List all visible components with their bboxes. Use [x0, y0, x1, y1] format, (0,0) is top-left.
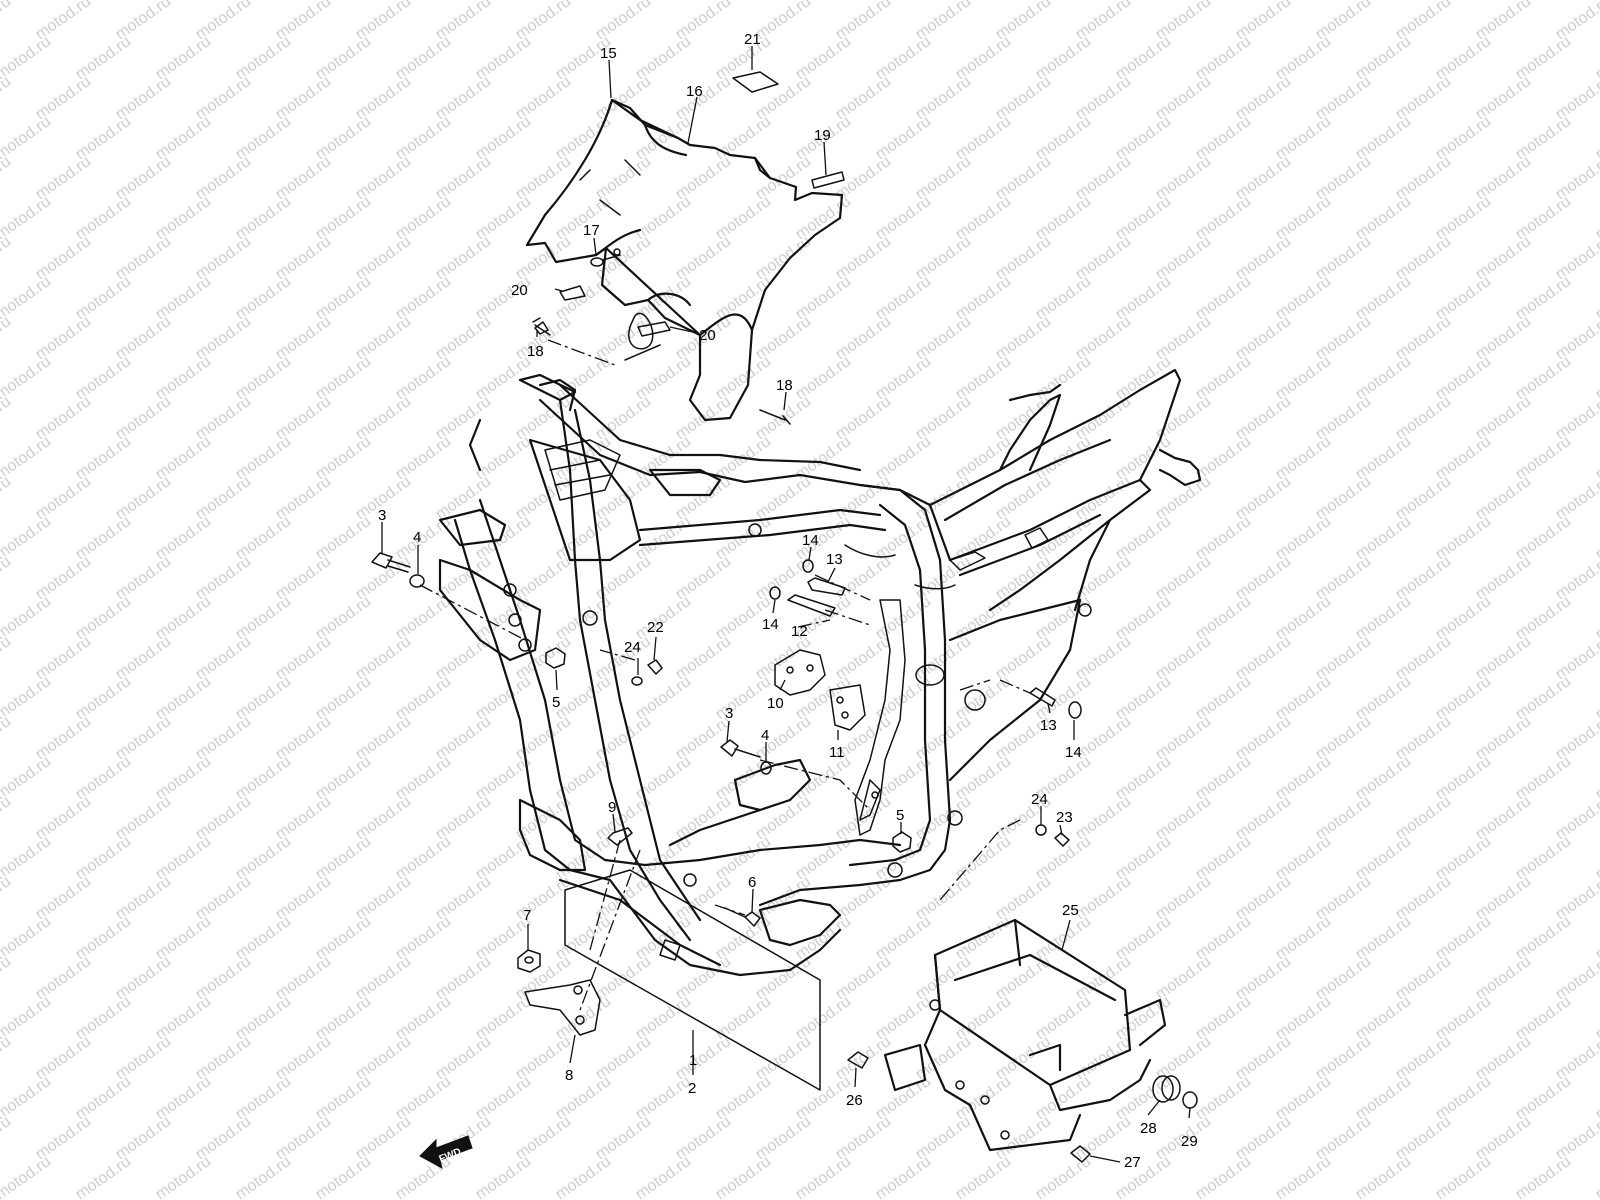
part-7-nut [517, 949, 541, 973]
battery-box-details [929, 999, 1010, 1140]
fwd-arrow-icon: FWD [419, 1135, 473, 1169]
tank-cover-part [525, 98, 844, 422]
callout-16: 16 [686, 83, 703, 100]
callout-3b: 3 [725, 705, 733, 722]
callout-6: 6 [748, 874, 756, 891]
callout-10: 10 [767, 695, 784, 712]
callout-13a: 13 [826, 551, 843, 568]
callout-2: 2 [688, 1080, 696, 1097]
callout-11: 11 [829, 744, 845, 761]
main-frame-details [503, 439, 1092, 961]
center-brackets [774, 599, 906, 836]
part-18-screws [532, 317, 791, 425]
battery-box-part [883, 918, 1167, 1152]
part-21-piece [732, 71, 779, 93]
callout-8: 8 [565, 1067, 573, 1084]
callout-17: 17 [583, 222, 600, 239]
callout-21: 21 [744, 31, 761, 48]
callout-28: 28 [1140, 1120, 1157, 1137]
callout-19: 19 [814, 127, 831, 144]
callout-1: 1 [689, 1052, 697, 1069]
callout-3a: 3 [378, 507, 386, 524]
callout-14c: 14 [1065, 744, 1082, 761]
part-8-bracket [524, 979, 601, 1036]
leader-lines [381, 46, 1191, 1163]
callout-5b: 5 [896, 807, 904, 824]
callout-20a: 20 [511, 282, 528, 299]
main-frame-part [438, 368, 1202, 977]
callout-20b: 20 [699, 327, 716, 344]
part-20-grommets [559, 285, 671, 337]
callout-29: 29 [1181, 1133, 1198, 1150]
callout-5a: 5 [552, 694, 560, 711]
alignment-dashes [419, 339, 1031, 1011]
callout-14a: 14 [802, 532, 819, 549]
callout-13b: 13 [1040, 717, 1057, 734]
callout-18a: 18 [527, 343, 544, 360]
callout-7: 7 [523, 907, 531, 924]
callout-25: 25 [1062, 902, 1079, 919]
callout-labels: 15 21 16 19 17 20 20 18 18 3 4 5 14 13 1… [378, 31, 1198, 1171]
callout-15: 15 [600, 45, 617, 62]
callout-27: 27 [1124, 1154, 1141, 1171]
callout-24a: 24 [624, 639, 641, 656]
callout-23: 23 [1056, 809, 1073, 826]
callout-4b: 4 [761, 727, 769, 744]
tank-cover-details [579, 159, 661, 361]
callout-24b: 24 [1031, 791, 1048, 808]
part-19-strip [811, 171, 845, 189]
callout-12: 12 [791, 623, 808, 640]
callout-22: 22 [647, 619, 664, 636]
part-17-bolt [590, 248, 621, 267]
callout-4a: 4 [413, 529, 421, 546]
small-fasteners [371, 321, 1198, 1163]
callout-18b: 18 [776, 377, 793, 394]
callout-26: 26 [846, 1092, 863, 1109]
part-1-2-outline [564, 869, 821, 1091]
callout-14b: 14 [762, 616, 779, 633]
callout-9: 9 [608, 799, 616, 816]
